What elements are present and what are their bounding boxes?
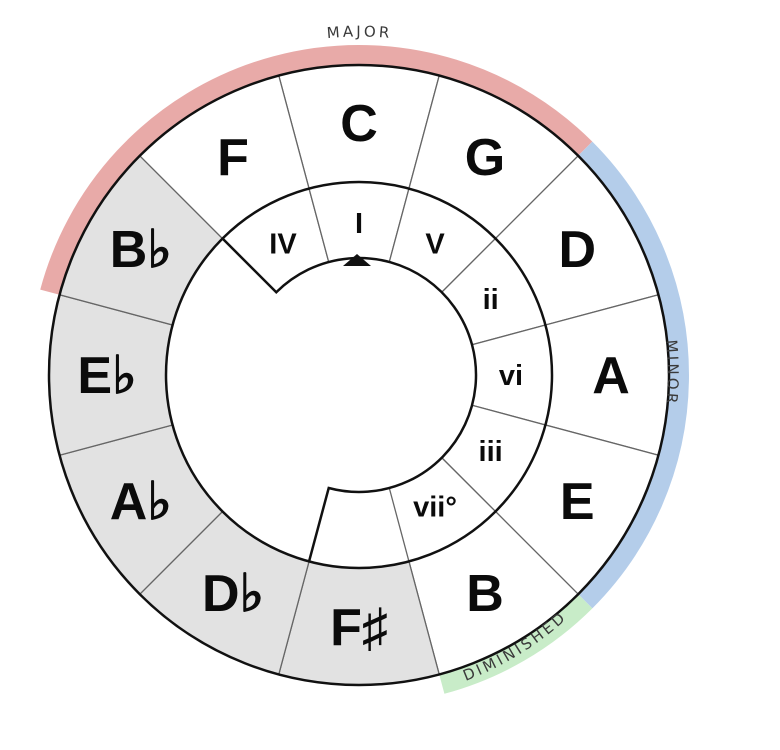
inner-spiral-border	[221, 237, 478, 562]
minor-arc-band	[578, 141, 689, 609]
degree-label: vii°	[413, 492, 457, 524]
category-arcs	[40, 45, 689, 694]
key-label: A	[592, 347, 630, 405]
key-label: B	[466, 565, 504, 623]
key-label: E	[560, 473, 595, 531]
outer-ring-border	[47, 63, 671, 687]
key-ring: C GD A EB F♯ D♭ A♭ E♭ B♭ F	[47, 63, 671, 687]
key-label: B♭	[110, 221, 172, 279]
degree-label: ii	[483, 284, 499, 316]
key-label: F♯	[330, 599, 388, 657]
degree-label: IV	[269, 228, 297, 260]
middle-ring-border	[164, 180, 554, 570]
key-label: E♭	[77, 347, 136, 405]
key-label: D♭	[202, 565, 264, 623]
major-arc-band	[40, 45, 593, 295]
major-arc-label: MAJOR	[326, 23, 393, 43]
degree-label: vi	[499, 360, 523, 392]
diminished-arc-band	[439, 594, 593, 694]
degree-label: V	[425, 228, 445, 260]
key-label: G	[465, 129, 505, 187]
key-label: F	[217, 129, 249, 187]
degree-label: I	[355, 208, 363, 240]
degree-label: iii	[479, 436, 503, 468]
key-label: C	[340, 95, 378, 153]
key-label: A♭	[110, 473, 172, 531]
key-label: D	[558, 221, 596, 279]
minor-arc-label: MINOR	[662, 339, 682, 407]
triangle-up-icon	[343, 254, 371, 266]
